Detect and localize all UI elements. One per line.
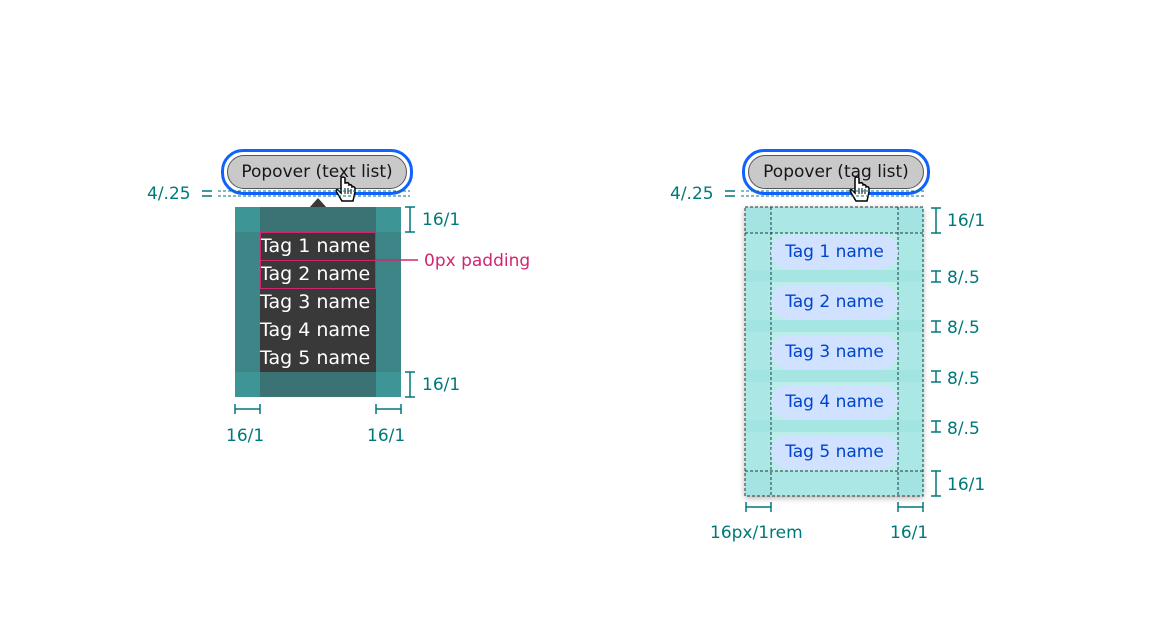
popover-text-list-trigger[interactable]: Popover (text list) (221, 149, 413, 195)
left-padding-label: 16/1 (226, 426, 265, 446)
top-padding-measure (931, 207, 941, 234)
top-padding-label: 16/1 (947, 211, 986, 231)
bottom-padding-measure (405, 371, 415, 398)
offset-label: 4/.25 (670, 184, 714, 204)
trigger-label: Popover (tag list) (748, 155, 924, 189)
offset-label: 4/.25 (147, 184, 191, 204)
list-item[interactable]: Tag 1 name (260, 235, 371, 257)
right-padding-measure (375, 404, 402, 414)
item-highlight-box (260, 232, 376, 261)
padding-overlay-right (376, 207, 401, 397)
top-padding-measure (405, 206, 415, 233)
padding-overlay-left (235, 207, 260, 397)
left-padding-measure (234, 404, 261, 414)
text-list-popover (235, 207, 401, 397)
list-item[interactable]: Tag 3 name (260, 291, 371, 313)
gap-label: 8/.5 (947, 419, 980, 439)
gap-label: 8/.5 (947, 369, 980, 389)
tag-item[interactable]: Tag 4 name (771, 385, 898, 419)
gap-overlay (745, 420, 923, 432)
list-item[interactable]: Tag 5 name (260, 347, 371, 369)
gap-measure (931, 420, 941, 433)
padding-overlay-top (235, 207, 401, 232)
gap-measure (931, 270, 941, 283)
left-padding-measure (745, 502, 772, 512)
tag-item[interactable]: Tag 5 name (771, 435, 898, 469)
padding-overlay-right (898, 207, 923, 496)
item-highlight-box (260, 260, 376, 289)
popover-tag-list-trigger[interactable]: Popover (tag list) (742, 149, 930, 195)
gap-measure (931, 320, 941, 333)
list-item[interactable]: Tag 4 name (260, 319, 371, 341)
offset-measure (202, 190, 410, 197)
bottom-padding-label: 16/1 (422, 375, 461, 395)
bottom-padding-label: 16/1 (947, 475, 986, 495)
padding-overlay-top (745, 207, 923, 233)
gap-overlay (745, 270, 923, 282)
padding-callout-line (376, 259, 418, 261)
padding-overlay-bottom (235, 372, 401, 397)
item-padding-label: 0px padding (424, 251, 531, 271)
right-padding-measure (897, 502, 924, 512)
padding-overlay-bottom (745, 471, 923, 496)
top-padding-label: 16/1 (422, 210, 461, 230)
gap-overlay (745, 320, 923, 332)
list-item[interactable]: Tag 2 name (260, 263, 371, 285)
tag-item[interactable]: Tag 1 name (771, 235, 898, 269)
right-padding-label: 16/1 (890, 523, 929, 543)
gap-measure (931, 370, 941, 383)
tag-item[interactable]: Tag 2 name (771, 285, 898, 319)
caret-up-icon (309, 198, 327, 208)
padding-overlay-left (745, 207, 771, 496)
tag-item[interactable]: Tag 3 name (771, 335, 898, 369)
gap-label: 8/.5 (947, 318, 980, 338)
left-padding-label: 16px/1rem (710, 523, 803, 543)
right-padding-label: 16/1 (367, 426, 406, 446)
gap-label: 8/.5 (947, 268, 980, 288)
gap-overlay (745, 370, 923, 382)
offset-measure (725, 190, 926, 197)
bottom-padding-measure (931, 470, 941, 497)
trigger-label: Popover (text list) (227, 155, 407, 189)
